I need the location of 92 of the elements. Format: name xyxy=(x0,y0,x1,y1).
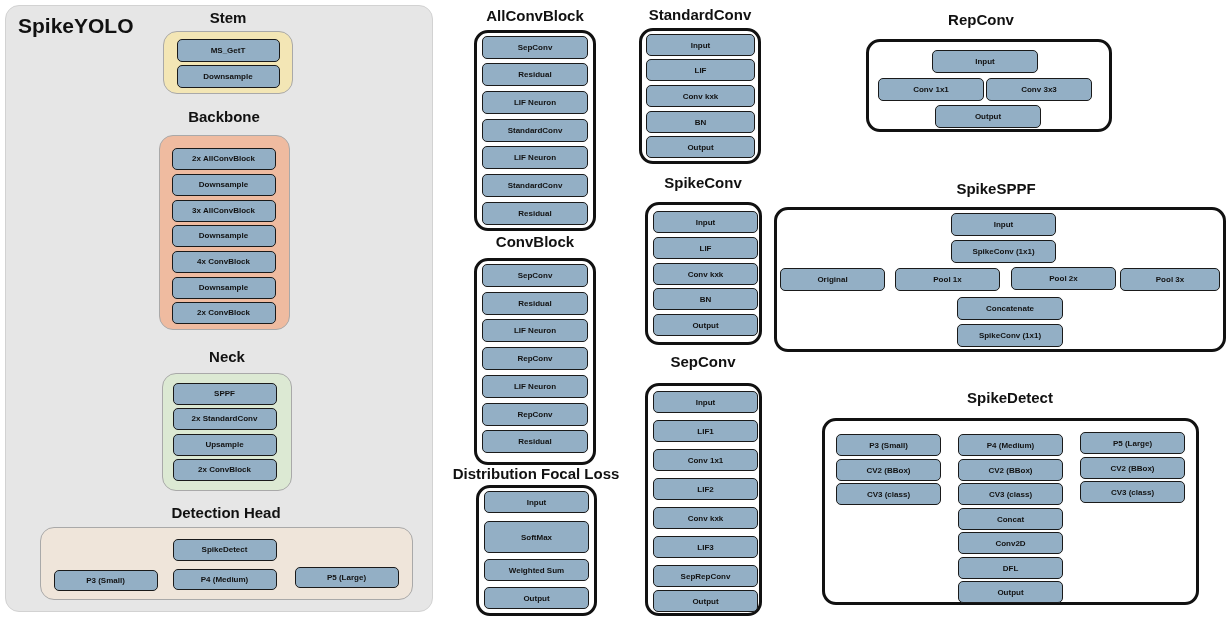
group-title: SpikeDetect xyxy=(966,388,1054,408)
layer-box: P4 (Medium) xyxy=(958,434,1063,456)
layer-box: Downsample xyxy=(171,276,276,299)
layer-box: LIF Neuron xyxy=(482,146,588,169)
layer-box: StandardConv xyxy=(482,119,588,142)
layer-box: SoftMax xyxy=(484,521,589,553)
group-title: SpikeYOLO xyxy=(18,13,135,39)
layer-box: Conv2D xyxy=(958,532,1063,554)
layer-box: Output xyxy=(484,587,589,609)
group-title: SpikeSPPF xyxy=(955,179,1037,199)
layer-box: Residual xyxy=(482,202,588,225)
layer-box: Output xyxy=(646,136,755,158)
layer-box: Pool 3x xyxy=(1120,268,1220,291)
layer-box: Concatenate xyxy=(957,297,1063,320)
layer-box: P5 (Large) xyxy=(1080,432,1185,454)
layer-box: Conv 1x1 xyxy=(878,78,984,101)
group-title: StandardConv xyxy=(647,5,753,25)
layer-box: Downsample xyxy=(176,64,280,88)
layer-box: StandardConv xyxy=(482,174,588,197)
layer-box: 2x ConvBlock xyxy=(171,301,276,324)
layer-box: 4x ConvBlock xyxy=(171,250,276,273)
layer-box: Input xyxy=(653,391,758,413)
layer-box: LIF xyxy=(646,59,755,81)
layer-box: Weighted Sum xyxy=(484,559,589,581)
layer-box: Downsample xyxy=(171,224,276,247)
layer-box: LIF1 xyxy=(653,420,758,442)
layer-box: CV2 (BBox) xyxy=(836,459,941,481)
group-title: Distribution Focal Loss xyxy=(451,464,621,484)
group-title: RepConv xyxy=(947,10,1015,30)
layer-box: Input xyxy=(951,213,1056,236)
layer-box: CV3 (class) xyxy=(1080,481,1185,503)
layer-box: Input xyxy=(653,211,758,233)
layer-box: LIF xyxy=(653,237,758,259)
layer-box: Input xyxy=(646,34,755,56)
layer-box: MS_GetT xyxy=(176,38,280,62)
group-title: SpikeConv xyxy=(663,173,743,193)
layer-box: Output xyxy=(653,314,758,336)
layer-box: Conv kxk xyxy=(653,263,758,285)
layer-box: SPPF xyxy=(172,382,277,405)
layer-box: SepConv xyxy=(482,264,588,287)
layer-box: Pool 2x xyxy=(1011,267,1116,290)
layer-box: Concat xyxy=(958,508,1063,530)
layer-box: 2x AllConvBlock xyxy=(171,147,276,170)
layer-box: Residual xyxy=(482,430,588,453)
layer-box: Upsample xyxy=(172,433,277,456)
layer-box: SpikeDetect xyxy=(172,538,277,561)
layer-box: CV3 (class) xyxy=(958,483,1063,505)
layer-box: SepRepConv xyxy=(653,565,758,587)
layer-box: Downsample xyxy=(171,173,276,196)
layer-box: Output xyxy=(935,105,1041,128)
layer-box: 2x ConvBlock xyxy=(172,458,277,481)
layer-box: Residual xyxy=(482,63,588,86)
layer-box: Output xyxy=(653,590,758,612)
layer-box: Input xyxy=(484,491,589,513)
layer-box: SepConv xyxy=(482,36,588,59)
layer-box: Conv kxk xyxy=(653,507,758,529)
layer-box: Conv kxk xyxy=(646,85,755,107)
layer-box: RepConv xyxy=(482,403,588,426)
layer-box: 3x AllConvBlock xyxy=(171,199,276,222)
layer-box: DFL xyxy=(958,557,1063,579)
layer-box: Output xyxy=(958,581,1063,603)
layer-box: P4 (Medium) xyxy=(172,568,277,590)
layer-box: Input xyxy=(932,50,1038,73)
layer-box: LIF Neuron xyxy=(482,319,588,342)
group-title: SepConv xyxy=(669,352,737,372)
layer-box: CV2 (BBox) xyxy=(958,459,1063,481)
layer-box: Conv 3x3 xyxy=(986,78,1092,101)
layer-box: BN xyxy=(653,288,758,310)
group-title: ConvBlock xyxy=(494,232,576,252)
layer-box: P3 (Small) xyxy=(53,569,158,591)
layer-box: Pool 1x xyxy=(895,268,1000,291)
layer-box: LIF2 xyxy=(653,478,758,500)
layer-box: SpikeConv (1x1) xyxy=(957,324,1063,347)
layer-box: BN xyxy=(646,111,755,133)
layer-box: P5 (Large) xyxy=(294,566,399,588)
group-title: Stem xyxy=(208,8,248,28)
layer-box: LIF3 xyxy=(653,536,758,558)
layer-box: Residual xyxy=(482,292,588,315)
layer-box: CV3 (class) xyxy=(836,483,941,505)
layer-box: CV2 (BBox) xyxy=(1080,457,1185,479)
layer-box: Conv 1x1 xyxy=(653,449,758,471)
group-title: AllConvBlock xyxy=(485,6,585,26)
layer-box: Original xyxy=(780,268,885,291)
layer-box: LIF Neuron xyxy=(482,375,588,398)
layer-box: P3 (Small) xyxy=(836,434,941,456)
group-title: Detection Head xyxy=(170,503,282,523)
layer-box: LIF Neuron xyxy=(482,91,588,114)
layer-box: SpikeConv (1x1) xyxy=(951,240,1056,263)
layer-box: RepConv xyxy=(482,347,588,370)
group-title: Backbone xyxy=(187,107,261,127)
group-title: Neck xyxy=(208,347,246,367)
layer-box: 2x StandardConv xyxy=(172,407,277,430)
